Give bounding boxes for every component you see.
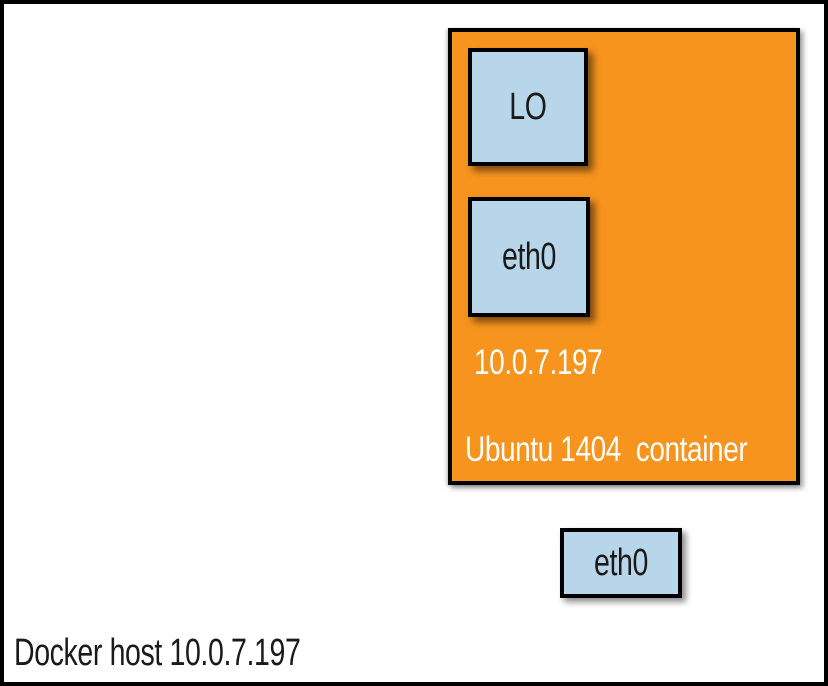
container-interface-eth0-label: eth0 bbox=[502, 236, 556, 278]
container-name-label: Ubuntu 1404 container bbox=[465, 430, 748, 469]
container-interface-lo-label: LO bbox=[509, 86, 547, 128]
container-interface-eth0-box: eth0 bbox=[468, 197, 590, 317]
host-interface-eth0-box: eth0 bbox=[560, 528, 682, 598]
docker-host-label: Docker host 10.0.7.197 bbox=[14, 632, 301, 674]
container-ip-label: 10.0.7.197 bbox=[474, 343, 603, 382]
host-interface-eth0-label: eth0 bbox=[594, 542, 648, 584]
container-interface-lo-box: LO bbox=[468, 48, 588, 166]
